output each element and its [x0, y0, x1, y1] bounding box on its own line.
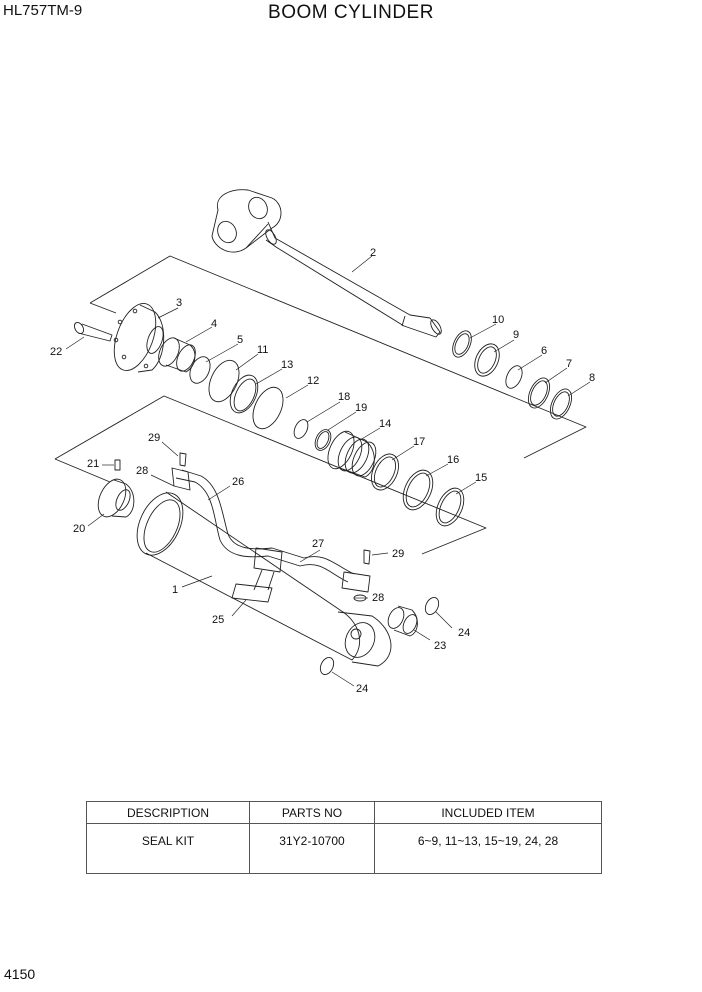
upper-frame-outline	[89, 255, 587, 459]
o-ring-large	[252, 386, 284, 430]
callout-2: 2	[370, 247, 376, 259]
callout-27: 27	[312, 538, 324, 550]
callout-18: 18	[338, 391, 350, 403]
table-cell: 6~9, 11~13, 15~19, 24, 28	[374, 823, 602, 874]
model-number: HL757TM-9	[3, 2, 83, 19]
callout-11: 11	[257, 344, 268, 356]
callout-6: 6	[541, 345, 547, 357]
table-cell: 31Y2-10700	[249, 823, 375, 874]
rod-cover	[113, 303, 165, 373]
callout-19: 19	[355, 402, 367, 414]
rod-seal	[474, 343, 500, 377]
callout-1: 1	[172, 584, 178, 596]
callout-8: 8	[589, 372, 595, 384]
seal-kit-table: DESCRIPTION PARTS NO INCLUDED ITEM SEAL …	[86, 801, 602, 874]
table-row: SEAL KIT 31Y2-10700 6~9, 11~13, 15~19, 2…	[86, 823, 602, 874]
dust-ring	[435, 487, 465, 527]
callout-21: 21	[87, 458, 99, 470]
callout-20: 20	[73, 523, 85, 535]
lower-frame-outline	[54, 395, 487, 555]
callout-10: 10	[492, 314, 504, 326]
bolt-top	[179, 452, 187, 467]
page-number: 4150	[4, 966, 36, 982]
callout-24-bottom: 24	[356, 683, 368, 695]
piston-seal	[402, 469, 434, 511]
callout-4: 4	[211, 318, 217, 330]
callout-24-right: 24	[458, 627, 470, 639]
column-header: PARTS NO	[249, 801, 375, 824]
callout-25: 25	[212, 614, 224, 626]
bolt-right	[363, 549, 371, 565]
snap-ring	[189, 356, 211, 384]
piston-rod	[211, 189, 442, 338]
callout-15: 15	[475, 472, 487, 484]
callout-16: 16	[447, 454, 459, 466]
dust-wiper	[452, 330, 472, 358]
callout-26: 26	[232, 476, 244, 488]
callout-5: 5	[237, 334, 243, 346]
wear-ring	[371, 453, 399, 491]
callout-7: 7	[566, 358, 572, 370]
callout-29-top: 29	[148, 432, 160, 444]
lock-nut	[97, 459, 135, 518]
callout-22: 22	[50, 346, 62, 358]
table-header-row: DESCRIPTION PARTS NO INCLUDED ITEM	[86, 801, 602, 824]
page-title: BOOM CYLINDER	[268, 2, 434, 23]
callout-23: 23	[434, 640, 446, 652]
dust-seal-bottom	[319, 657, 335, 675]
callout-28-top: 28	[136, 465, 148, 477]
callout-13: 13	[281, 359, 293, 371]
pin-bushing	[387, 605, 418, 637]
callout-14: 14	[379, 418, 391, 430]
callout-12: 12	[307, 375, 319, 387]
callout-9: 9	[513, 329, 519, 341]
o-ring	[208, 359, 240, 403]
back-up-ring	[229, 374, 259, 414]
column-header: INCLUDED ITEM	[374, 801, 602, 824]
back-up-ring-small	[314, 429, 332, 451]
cylinder-tube	[136, 491, 392, 667]
socket-bolt	[73, 321, 113, 342]
dust-seal-right	[424, 597, 440, 615]
bushing	[158, 337, 196, 373]
callout-17: 17	[413, 436, 425, 448]
buffer-ring	[505, 365, 523, 389]
table-cell: SEAL KIT	[86, 823, 250, 874]
retaining-ring	[527, 377, 551, 409]
piston	[327, 430, 377, 478]
o-ring-small	[293, 419, 309, 439]
callout-3: 3	[176, 297, 182, 309]
callout-29-right: 29	[392, 548, 404, 560]
column-header: DESCRIPTION	[86, 801, 250, 824]
back-up-ring-rod	[549, 388, 573, 420]
callout-28-bottom: 28	[372, 592, 384, 604]
